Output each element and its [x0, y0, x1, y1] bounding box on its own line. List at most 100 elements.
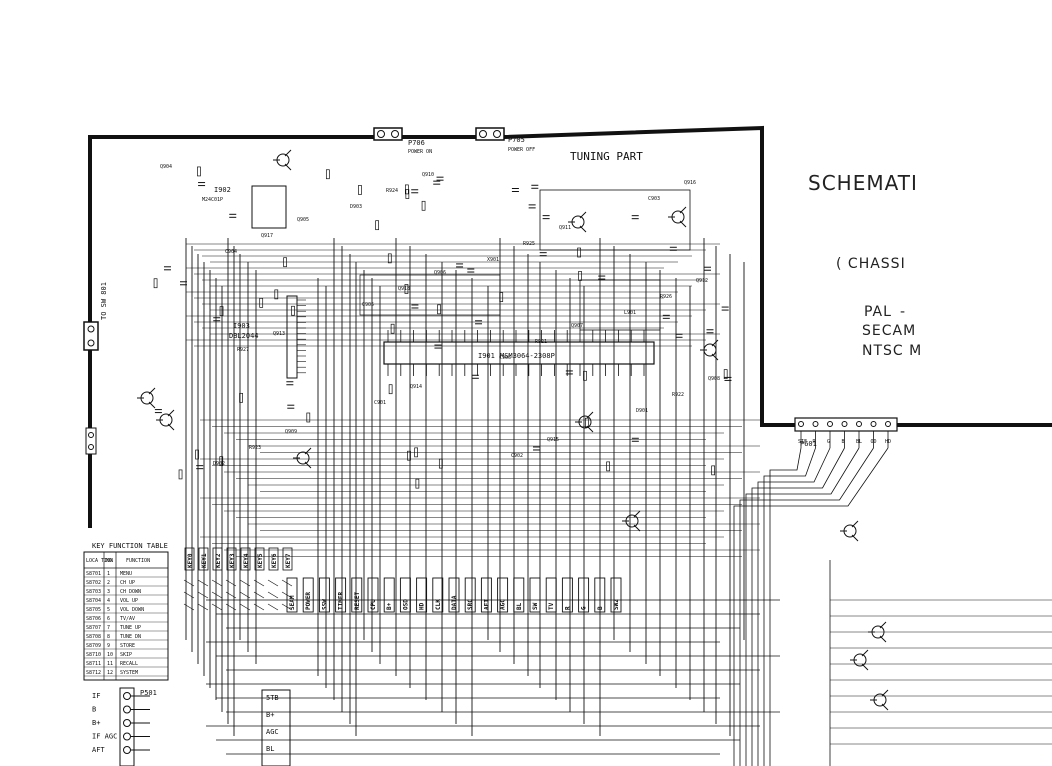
resistor-label-box [610, 577, 622, 613]
resistor-symbol [405, 184, 409, 195]
key-switch-symbol [253, 579, 265, 587]
p601-pin-label: BL [856, 439, 862, 445]
resistor-label-box [513, 577, 525, 613]
resistor-label-box [302, 577, 314, 613]
key-switch-symbol [267, 591, 279, 599]
resistor-label: B+ [386, 602, 393, 610]
transistor-lead [879, 621, 887, 629]
key-line-label: KEY6 [271, 553, 278, 568]
resistor-symbol [404, 284, 409, 294]
key-switch-symbol [239, 603, 251, 611]
resistor-label-box [529, 577, 541, 613]
key-switch-symbol [239, 591, 251, 599]
key-table-location: S8711 [86, 661, 101, 667]
key-switch-symbol [197, 579, 209, 587]
resistor-label: HD [419, 602, 426, 610]
tuning-part-label: TUNING PART [570, 150, 643, 163]
transistor-lead [679, 220, 687, 228]
connector-p706: P706 POWER ON [373, 127, 432, 155]
resistor-label: SEAM [289, 595, 296, 610]
i902-ref: I902 [214, 186, 231, 194]
p601-pin [856, 421, 862, 427]
ic-i902: I902 M24C01P [202, 185, 287, 229]
tuner-pin-label: B+ [266, 711, 274, 719]
key-table-function: RECALL [120, 661, 138, 667]
key-switch-symbol [211, 579, 223, 587]
key-table-function: VOL UP [120, 598, 138, 604]
p705-sub-label: POWER OFF [508, 147, 535, 153]
resistor-label-box [578, 577, 590, 613]
key-switch-symbol [225, 579, 237, 587]
resistor-symbol [291, 305, 295, 316]
component-ref: R921 [535, 339, 547, 345]
resistor-label: SW2 [613, 599, 620, 610]
p501-pin [123, 732, 131, 741]
key-line-label: KEY3 [229, 553, 236, 568]
key-table-number: 12 [107, 670, 113, 676]
resistor-label-box [351, 577, 363, 613]
p705-label: P705 [508, 136, 525, 144]
component-ref: D903 [350, 204, 362, 210]
key-line-box [226, 547, 237, 571]
component-ref: R926 [660, 294, 672, 300]
key-table-location: S8708 [86, 634, 101, 640]
component-ref: C905 [362, 302, 374, 308]
key-table-function: CH UP [120, 580, 135, 586]
board-outline [88, 125, 1052, 528]
connector-p705: P705 POWER OFF [475, 127, 535, 153]
key-table-location: S8705 [86, 607, 101, 613]
resistor-symbol [306, 412, 311, 423]
component-ref: C902 [511, 453, 523, 459]
resistor-label-box [383, 577, 395, 613]
key-switch-symbol [267, 603, 279, 611]
tuner-pin-label: BL [266, 745, 274, 753]
transistor-lead [579, 225, 587, 233]
p501-pin-label: B [92, 706, 96, 714]
resistor-symbol [578, 271, 582, 281]
ntsc-label: NTSC M [862, 343, 922, 359]
key-switch-symbol [211, 591, 223, 599]
component-ref: C906 [499, 355, 511, 361]
component-ref: Q910 [422, 172, 434, 178]
key-table-number: 2 [107, 580, 110, 586]
key-switch-symbol [197, 591, 209, 599]
resistor-label: CPU [370, 599, 377, 610]
component-ref: L901 [624, 310, 636, 316]
resistor-label: SSW [321, 599, 328, 610]
resistor-array [359, 274, 501, 316]
resistor-label-box [286, 577, 298, 613]
resistor-symbol [585, 417, 589, 428]
p501-pin [123, 719, 131, 727]
transistor-lead [633, 524, 641, 532]
key-table-location: S8702 [86, 580, 101, 586]
resistor-symbol [606, 461, 610, 472]
connector-side [85, 427, 97, 455]
key-table-number: 5 [107, 607, 110, 613]
resistor-symbol [421, 200, 426, 211]
resistor-label-box [367, 577, 379, 613]
p601-pin-label: B [842, 439, 845, 445]
resistor-symbol [388, 384, 393, 395]
key-line-box [240, 547, 251, 571]
transistor-lead [633, 510, 641, 518]
component-ref: Q908 [708, 376, 720, 382]
secam-label: SECAM [862, 323, 916, 339]
resistor-label-box [416, 577, 428, 613]
key-line-box [282, 547, 293, 571]
ic-i901: I901 MSM3064-2308P [383, 341, 655, 365]
component-ref: R924 [386, 188, 398, 194]
resistor-symbol [375, 220, 379, 231]
resistor-label-box [545, 577, 557, 613]
component-ref: C904 [225, 249, 237, 255]
p601-pin [812, 421, 819, 427]
component-ref: C903 [648, 196, 660, 202]
p601-pin-label: HD [885, 439, 891, 445]
key-table-location: S8706 [86, 616, 101, 622]
p501-pin-label: IF [92, 692, 100, 700]
resistor-label: DATA [451, 595, 458, 610]
p601-pin [885, 421, 891, 427]
component-ref: Q913 [273, 331, 285, 337]
p601-pin-label: SIF [798, 439, 807, 445]
resistor-label-box [594, 577, 606, 613]
